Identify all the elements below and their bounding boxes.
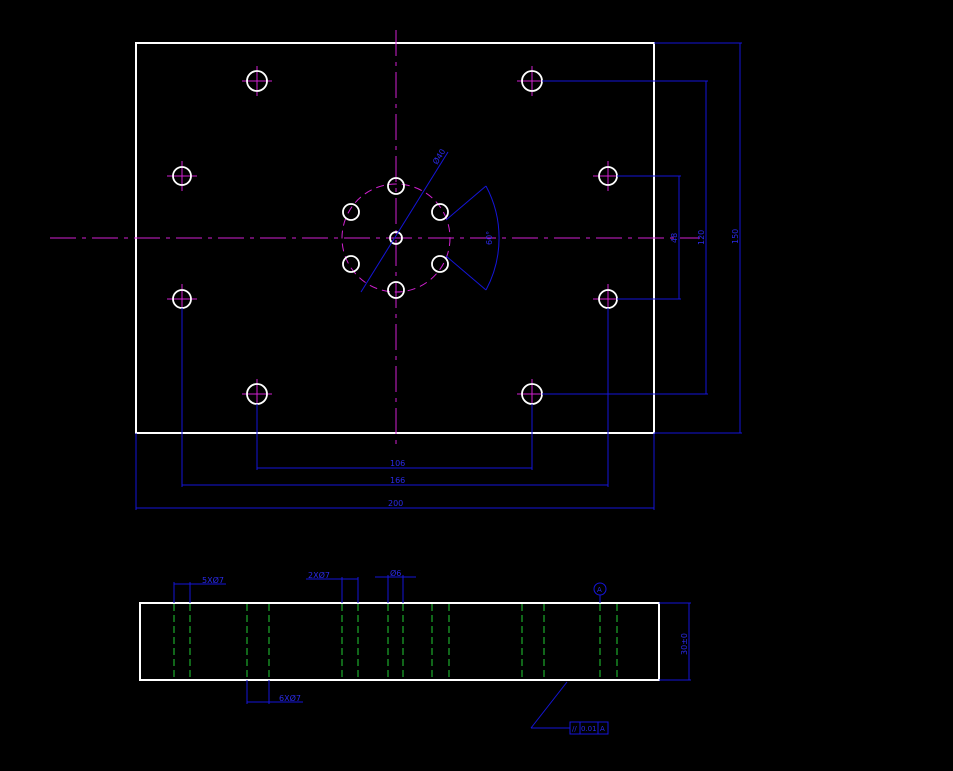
- thickness-dimension: 30±0: [659, 602, 691, 681]
- svg-text:6XØ7: 6XØ7: [279, 693, 301, 703]
- hidden-lines: [173, 604, 618, 679]
- hole: [431, 255, 449, 273]
- dim-pitch-y-inner: 48: [670, 233, 679, 243]
- dim-pitch-y-outer: 120: [697, 230, 706, 245]
- hole: [387, 177, 405, 195]
- bolt-circle-holes: [342, 177, 449, 299]
- hole: [387, 281, 405, 299]
- svg-text:30±0: 30±0: [680, 633, 689, 655]
- diameter-leader: [360, 151, 449, 293]
- callout-2: 2XØ7: [306, 570, 359, 603]
- dim-pitch-x-inner: 106: [390, 459, 405, 468]
- hole: [431, 203, 449, 221]
- callout-4: 6XØ7: [246, 680, 303, 704]
- center-hole: [389, 231, 403, 245]
- hole: [242, 66, 272, 96]
- side-outline: [139, 602, 660, 681]
- hole: [342, 255, 360, 273]
- vertical-dimensions: 48 120 150: [542, 42, 742, 434]
- datum-marker: A: [593, 582, 607, 603]
- svg-text:Ø6: Ø6: [390, 568, 401, 578]
- angle-label: 60°: [485, 231, 494, 245]
- svg-text:5XØ7: 5XØ7: [202, 575, 224, 585]
- mounting-holes: [167, 66, 623, 409]
- svg-text://: //: [572, 725, 577, 733]
- top-view: Ø40 60° 106 166 200: [50, 30, 742, 510]
- dim-pitch-x-outer: 166: [390, 476, 405, 485]
- dim-plate-width: 200: [388, 499, 403, 508]
- dim-plate-height: 150: [731, 229, 740, 244]
- callout-1: 5XØ7: [173, 575, 226, 603]
- svg-text:2XØ7: 2XØ7: [308, 570, 330, 580]
- horizontal-dimensions: 106 166 200: [135, 308, 655, 510]
- bolt-circle: [341, 183, 451, 293]
- hole: [342, 203, 360, 221]
- hole: [167, 161, 197, 191]
- side-view: 5XØ7 2XØ7 Ø6 A 6XØ7: [139, 568, 691, 735]
- svg-text:0.01: 0.01: [581, 725, 597, 733]
- tolerance-frame: // 0.01 A: [530, 681, 609, 735]
- svg-text:A: A: [597, 586, 602, 594]
- angle-dimension: 60°: [445, 185, 500, 291]
- svg-text:A: A: [600, 725, 605, 733]
- callout-3: Ø6: [375, 568, 416, 603]
